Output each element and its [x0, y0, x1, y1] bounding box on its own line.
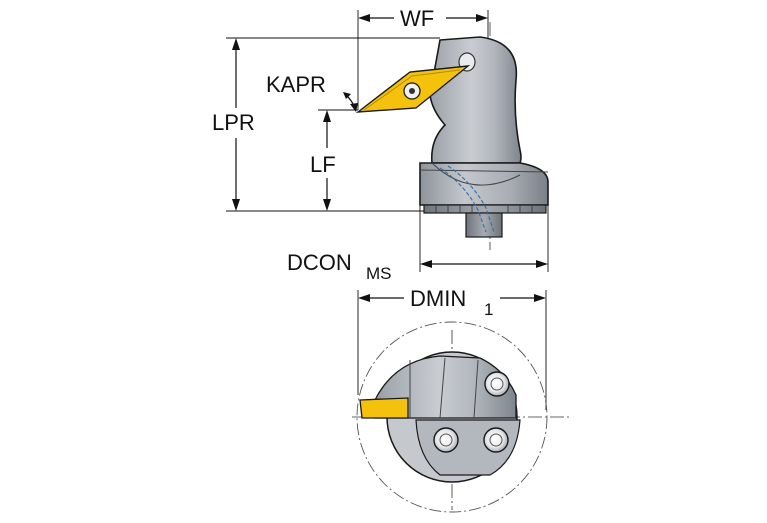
side-view: WF KAPR LPR LF DCON MS [212, 6, 549, 283]
insert-edge [363, 69, 461, 111]
bolt-bottom-left [433, 427, 459, 453]
dmin-arrow-left [358, 294, 370, 302]
coupling-edge [419, 169, 549, 173]
coolant-channel-2 [447, 165, 495, 233]
dmin-subscript: 1 [484, 300, 493, 319]
lpr-arrow-bottom [232, 199, 240, 211]
wf-arrow-left [358, 14, 370, 22]
dmin-label: DMIN [410, 286, 466, 311]
bolt-top-right [484, 371, 510, 397]
dmin-arrow-right [534, 294, 546, 302]
top-view: DMIN 1 [352, 286, 570, 513]
head-top-line-2 [439, 357, 446, 419]
wf-label: WF [400, 6, 434, 31]
flange-teeth [435, 205, 533, 213]
coupling-body [419, 162, 549, 206]
dcon-arrow-right [536, 260, 548, 268]
dcon-subscript: MS [366, 264, 392, 283]
dcon-label: DCON [287, 250, 352, 275]
insert-screw-head [409, 88, 415, 94]
head-top-line-3 [473, 359, 479, 419]
coolant-channel-1 [439, 167, 487, 233]
lpr-label: LPR [212, 110, 255, 135]
lf-arrow-top [323, 110, 331, 122]
insert-top-view [359, 397, 409, 419]
dcon-arrow-left [420, 260, 432, 268]
kapr-arrow-top [343, 92, 351, 99]
kapr-arrow-bottom [350, 103, 358, 112]
lf-arrow-bottom [323, 199, 331, 211]
lpr-arrow-top [232, 38, 240, 50]
coupling-curve [431, 162, 521, 186]
bolt-bottom-right [483, 427, 509, 453]
kapr-label: KAPR [266, 72, 326, 97]
lf-label: LF [310, 152, 336, 177]
pull-stud [465, 212, 503, 238]
wf-arrow-right [476, 14, 488, 22]
holder-head [429, 36, 522, 164]
